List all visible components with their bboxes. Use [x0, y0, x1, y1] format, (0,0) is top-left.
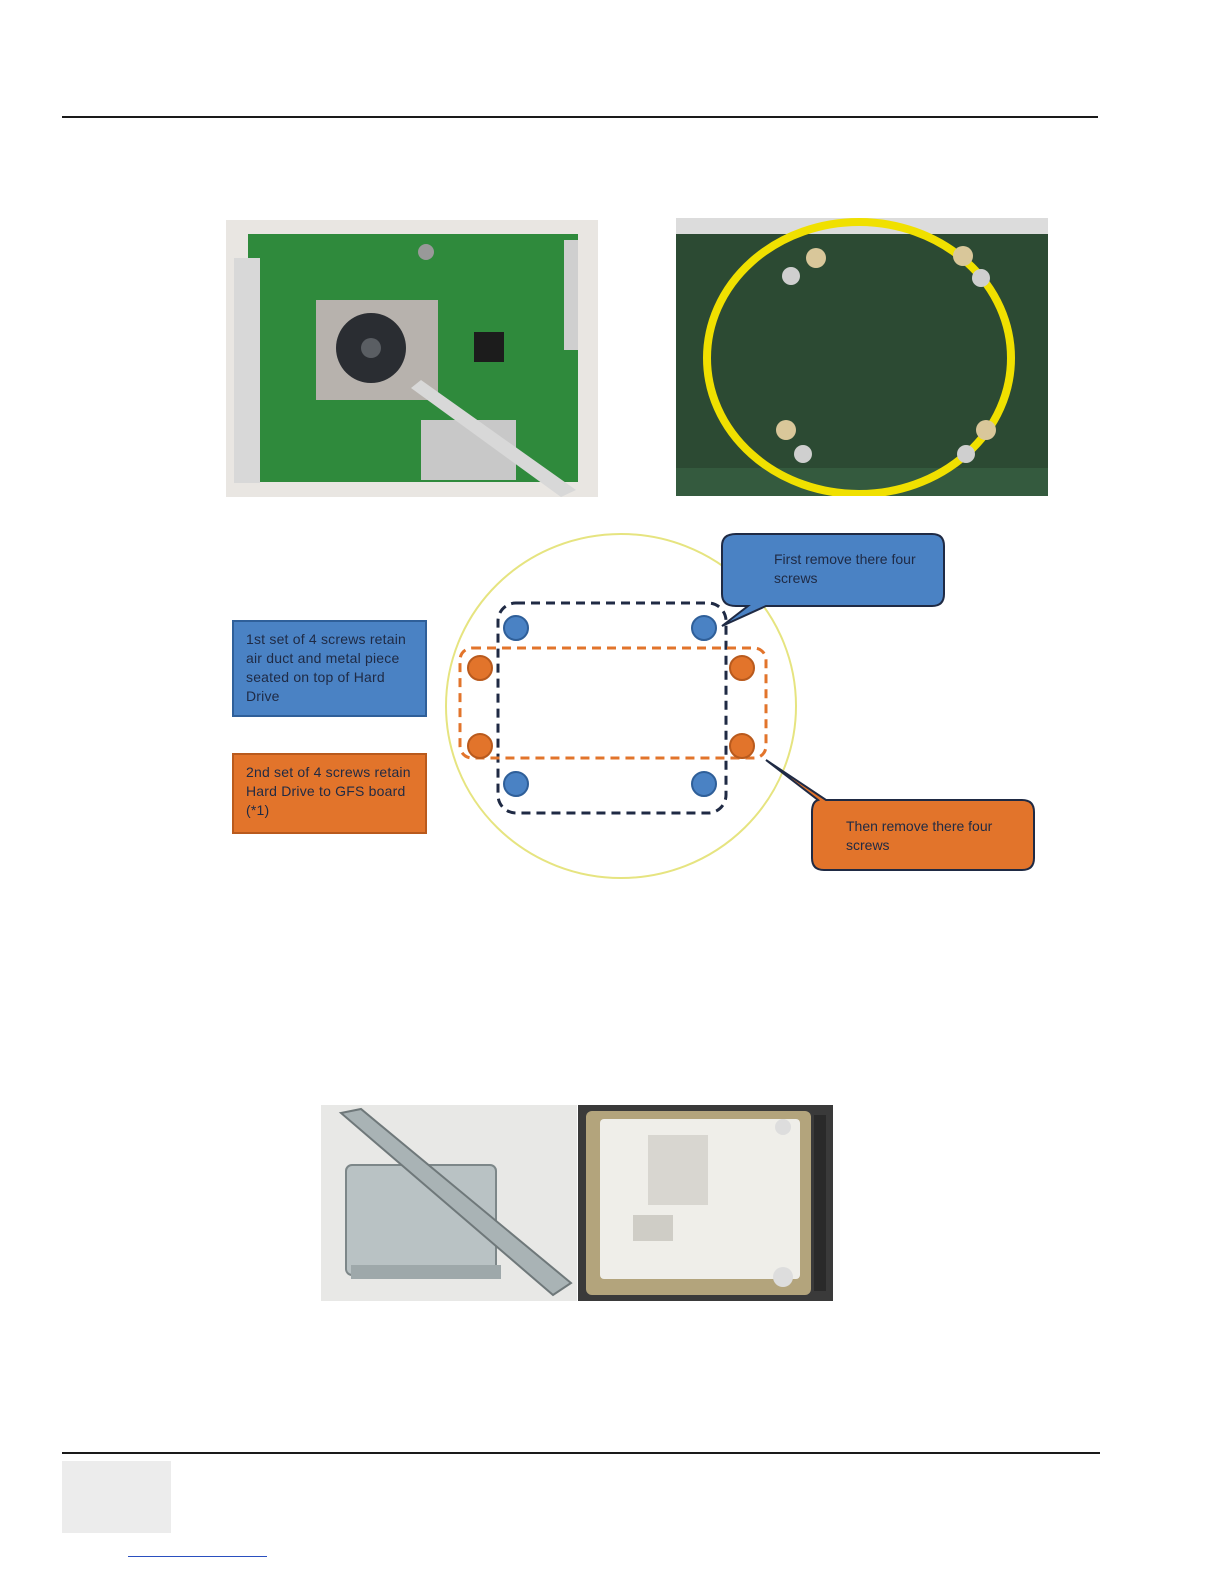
orange-screw: [468, 656, 492, 680]
orange-screw: [468, 734, 492, 758]
first-set-description-text: 1st set of 4 screws retain air duct and …: [246, 631, 406, 704]
first-set-description-box: 1st set of 4 screws retain air duct and …: [232, 620, 427, 717]
footer-rule: [62, 1452, 1100, 1454]
header-rule: [62, 116, 1098, 118]
hard-drive-photo: [578, 1105, 833, 1301]
blue-screw: [692, 772, 716, 796]
second-set-description-text: 2nd set of 4 screws retain Hard Drive to…: [246, 764, 411, 818]
first-remove-bubble-text: First remove there four screws: [774, 550, 924, 588]
hard-drive-bracket-photo: [321, 1105, 577, 1301]
orange-screw: [730, 656, 754, 680]
orange-screw: [730, 734, 754, 758]
gfs-board-top-photo: [226, 220, 598, 497]
blue-screw: [504, 772, 528, 796]
footer-link-underline[interactable]: [128, 1556, 267, 1557]
blue-screw: [692, 616, 716, 640]
footer-tab: [62, 1461, 171, 1533]
gfs-board-underside-screws-photo: [676, 218, 1048, 496]
blue-screw: [504, 616, 528, 640]
then-remove-bubble-text: Then remove there four screws: [846, 817, 1016, 855]
second-set-description-box: 2nd set of 4 screws retain Hard Drive to…: [232, 753, 427, 834]
